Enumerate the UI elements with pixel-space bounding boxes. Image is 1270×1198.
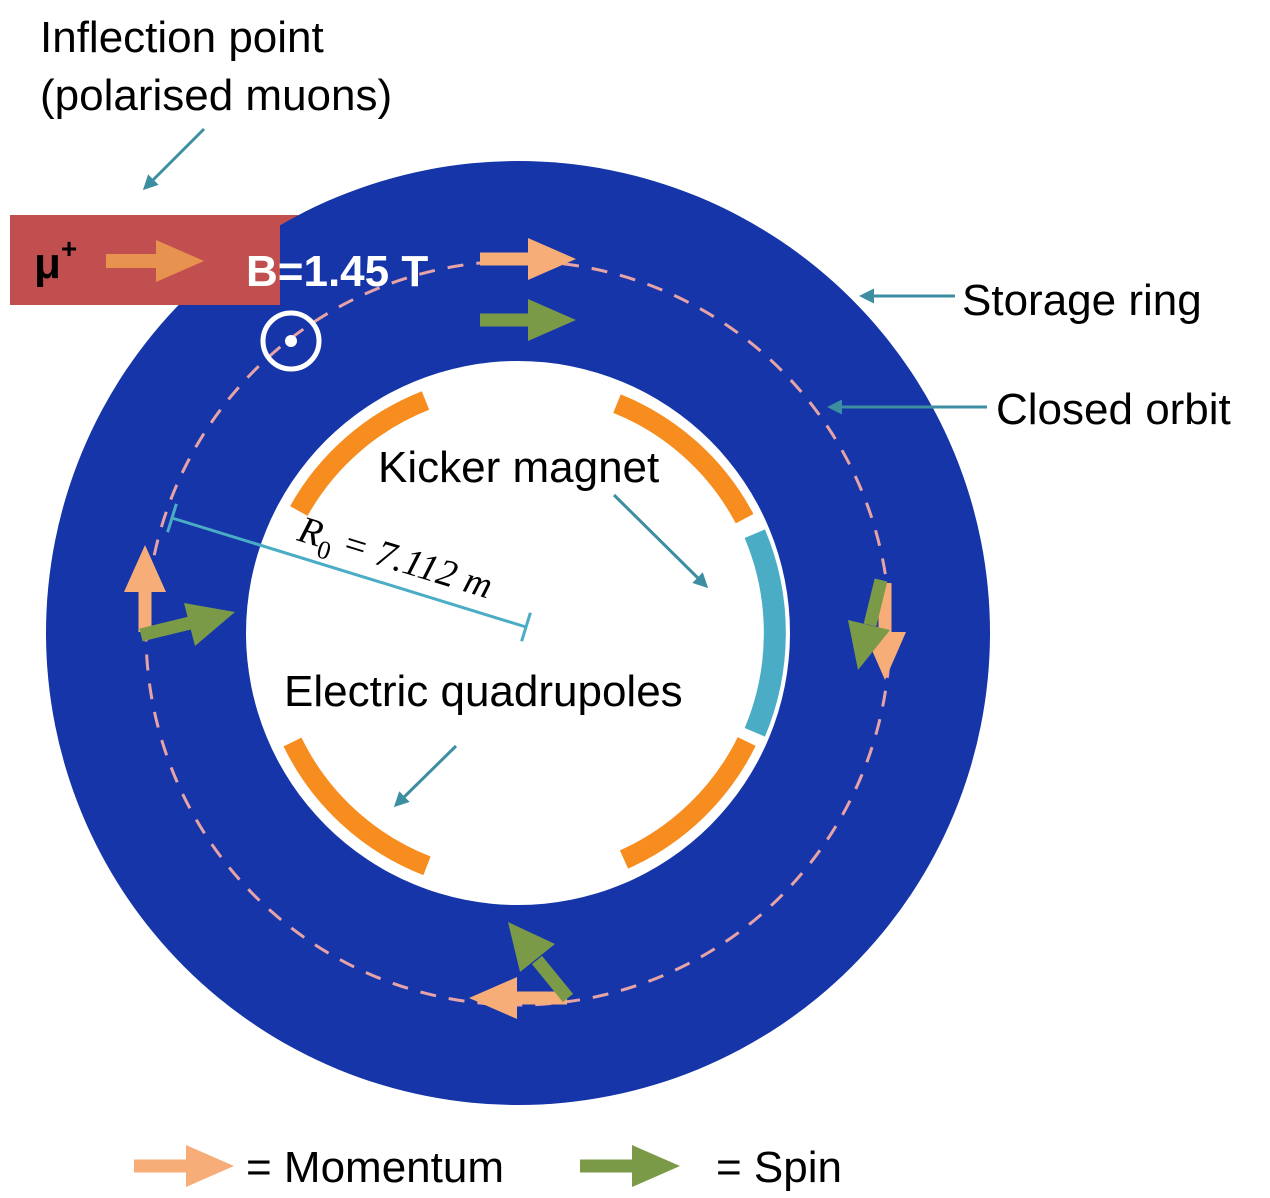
inflection-pointer xyxy=(142,127,206,191)
left-spin-arrow xyxy=(139,603,235,646)
closed-orbit-label: Closed orbit xyxy=(996,385,1231,434)
quadrupole-pointer xyxy=(393,744,458,808)
electric-quadrupole-segments xyxy=(283,391,756,876)
quadrupole-bottom-right xyxy=(619,737,756,869)
kicker-magnet-segment xyxy=(744,529,786,737)
legend: = Momentum = Spin xyxy=(134,1143,842,1192)
muon-charge: + xyxy=(61,233,77,264)
radius-line xyxy=(166,503,532,642)
quadrupole-top-right xyxy=(613,394,754,524)
injection-momentum-arrow xyxy=(106,240,204,282)
right-spin-arrow xyxy=(848,578,890,670)
legend-momentum-arrow xyxy=(134,1145,234,1187)
bottom-spin-arrow xyxy=(508,922,574,1003)
electric-quadrupoles-label: Electric quadrupoles xyxy=(284,667,683,716)
field-out-of-page-icon xyxy=(260,310,322,372)
top-spin-arrow xyxy=(480,299,576,341)
legend-spin-label: = Spin xyxy=(716,1143,842,1192)
top-momentum-arrow xyxy=(480,238,576,280)
muon-symbol-letter: μ xyxy=(34,239,61,288)
bottom-momentum-arrow xyxy=(469,977,567,1019)
quadrupole-top-left xyxy=(290,391,430,516)
muon-symbol: μ+ xyxy=(34,233,77,288)
left-momentum-arrow xyxy=(124,545,166,632)
storage-ring-label: Storage ring xyxy=(962,276,1202,325)
field-label: B=1.45 T xyxy=(246,247,428,296)
ring-rim-cover xyxy=(280,200,340,320)
inflection-label-line2: (polarised muons) xyxy=(40,71,392,120)
quadrupole-bottom-left xyxy=(283,737,431,876)
legend-spin-arrow xyxy=(580,1145,680,1187)
inflection-label-line1: Inflection point xyxy=(40,13,324,62)
kicker-pointer xyxy=(612,493,709,589)
kicker-magnet-label: Kicker magnet xyxy=(378,443,659,492)
legend-momentum-label: = Momentum xyxy=(246,1143,504,1192)
